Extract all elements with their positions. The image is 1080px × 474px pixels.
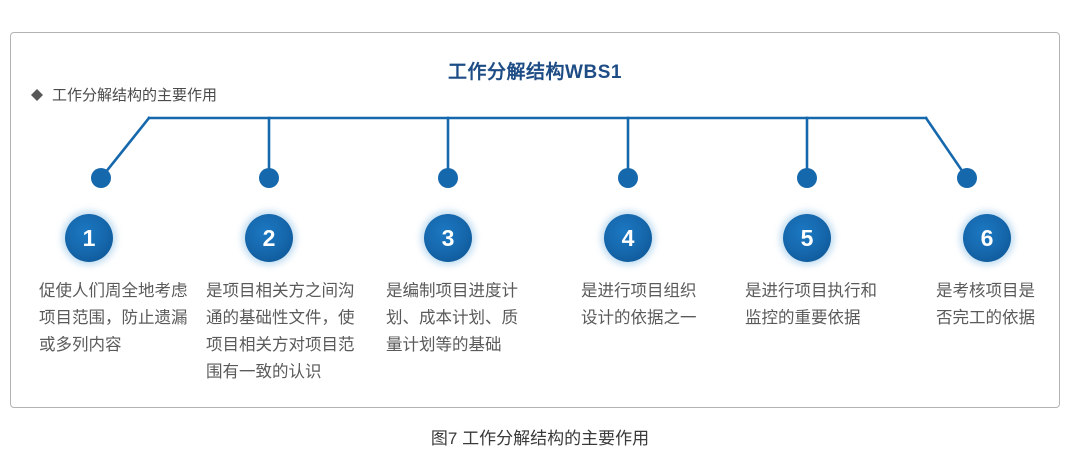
node-description-6: 是考核项目是否完工的依据 (936, 282, 1035, 327)
node-description-1: 促使人们周全地考虑项目范围，防止遗漏或多列内容 (39, 282, 188, 354)
node-description-3: 是编制项目进度计划、成本计划、质量计划等的基础 (386, 282, 518, 354)
page-title: 工作分解结构WBS1 (448, 62, 622, 83)
connector-dot-4 (618, 168, 638, 188)
node-number-badge-6: 6 (963, 214, 1011, 262)
node-description-5: 是进行项目执行和监控的重要依据 (745, 282, 877, 327)
node-number-badge-5: 5 (783, 214, 831, 262)
figure-caption: 图7 工作分解结构的主要作用 (430, 429, 650, 448)
figure-frame: 工作分解结构WBS1 工作分解结构的主要作用 1 促使人们周全地考虑项目范围，防… (10, 32, 1060, 408)
node-number-badge-4: 4 (604, 214, 652, 262)
diamond-bullet-icon (31, 83, 43, 101)
node-number-badge-3: 3 (424, 214, 472, 262)
node-number-badge-2: 2 (245, 214, 293, 262)
subtitle-row: 工作分解结构的主要作用 (31, 84, 217, 105)
connector-dot-1 (91, 168, 111, 188)
subtitle-label: 工作分解结构的主要作用 (52, 87, 218, 104)
connector-dot-3 (438, 168, 458, 188)
node-description-2: 是项目相关方之间沟通的基础性文件，使项目相关方对项目范围有一致的认识 (206, 282, 355, 381)
node-number-badge-1: 1 (65, 214, 113, 262)
connector-diagonal-left (99, 116, 151, 180)
connector-diagonal-right (924, 116, 969, 180)
connector-dot-6 (957, 168, 977, 188)
node-description-4: 是进行项目组织设计的依据之一 (581, 282, 697, 327)
connector-dot-2 (259, 168, 279, 188)
connector-dot-5 (797, 168, 817, 188)
